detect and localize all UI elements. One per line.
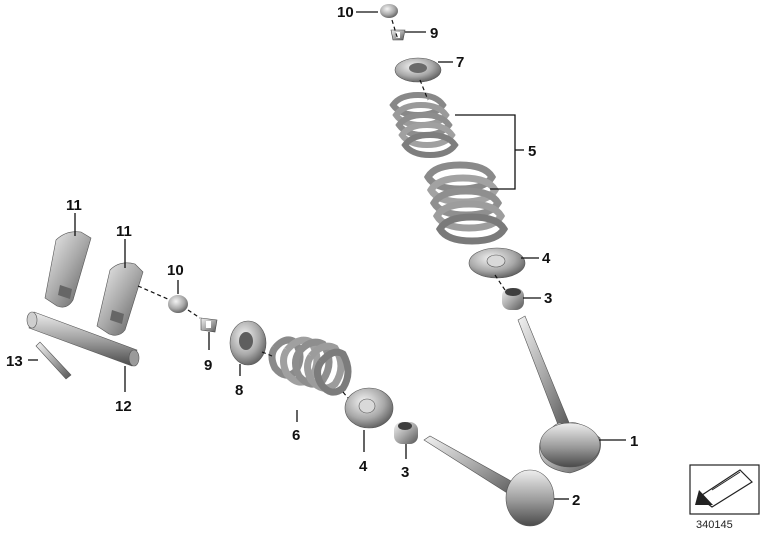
callout-3-upper: 3 <box>544 290 552 307</box>
callout-3-lower: 3 <box>401 464 409 481</box>
callout-2: 2 <box>572 492 580 509</box>
callout-5: 5 <box>528 143 536 160</box>
orientation-icon-box <box>689 464 760 515</box>
callout-6: 6 <box>292 427 300 444</box>
valve-spring-pair-upper <box>389 92 509 245</box>
exhaust-valve-upper <box>517 315 601 474</box>
valve-cap-lower <box>168 295 188 313</box>
valve-spring-outer-upper <box>423 161 509 245</box>
engine-direction-arrow-icon <box>695 469 753 508</box>
callout-1: 1 <box>630 433 638 450</box>
spring-retainer-lower <box>229 320 267 366</box>
valve-spring-pair-lower <box>268 336 352 396</box>
spring-seat-upper <box>468 247 526 279</box>
dowel-pin <box>35 341 72 380</box>
callout-9-upper: 9 <box>430 25 438 42</box>
valve-stem-seal-upper <box>502 288 524 310</box>
callout-11-left: 11 <box>66 197 82 214</box>
rocker-arm-left <box>44 231 92 308</box>
callout-4-upper: 4 <box>542 250 551 267</box>
valve-keeper-lower <box>200 317 218 333</box>
callout-9-lower: 9 <box>204 357 212 374</box>
valve-spring-inner-upper <box>389 92 459 159</box>
callout-7: 7 <box>456 54 464 71</box>
valve-cap-upper <box>380 4 398 18</box>
callout-13: 13 <box>6 353 23 370</box>
figure-number: 340145 <box>696 519 733 531</box>
callout-10-upper: 10 <box>337 4 354 21</box>
rocker-shaft <box>26 311 140 367</box>
callout-10-lower: 10 <box>167 262 184 279</box>
lower-valve-assembly <box>26 231 555 527</box>
callout-12: 12 <box>115 398 132 415</box>
upper-valve-assembly <box>380 4 601 474</box>
callouts: 10 9 7 5 4 3 1 2 11 11 10 9 <box>6 4 638 509</box>
rocker-arm-right <box>96 262 144 336</box>
spring-seat-lower <box>344 387 394 429</box>
intake-valve-lower <box>423 435 555 527</box>
spring-retainer-upper <box>394 57 442 83</box>
valve-stem-seal-lower <box>394 422 418 444</box>
callout-11-right: 11 <box>116 223 132 240</box>
valve-keeper-upper <box>390 29 406 41</box>
callout-4-lower: 4 <box>359 458 368 475</box>
callout-8: 8 <box>235 382 243 399</box>
